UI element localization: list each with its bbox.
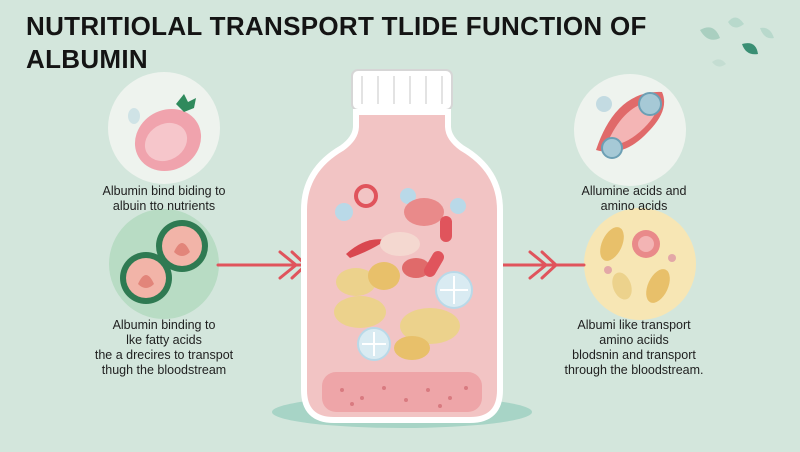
caption-line: Allumine acids and [581, 184, 687, 198]
caption-line: amino acids [600, 199, 668, 213]
caption-line: Albumin binding to [112, 318, 216, 332]
strawberry-icon [108, 72, 220, 184]
right-top-caption: Allumine acids and amino acids [554, 184, 714, 214]
title-line-2: ALBUMIN [26, 44, 148, 74]
left-arrow [216, 250, 309, 280]
caption-line: through the bloodstream. [564, 363, 704, 377]
blood-vessel-icon [574, 74, 686, 186]
left-bottom-caption: Albumin binding to lke fatty acids the a… [74, 318, 254, 378]
fat-cell-icon [584, 208, 696, 320]
title-line-1: NUTRITIOLAL TRANSPORT TLIDE FUNCTION OF [26, 11, 647, 41]
caption-line: blodsnin and transport [572, 348, 696, 362]
page-title: NUTRITIOLAL TRANSPORT TLIDE FUNCTION OF … [26, 10, 726, 76]
caption-line: thugh the bloodstream [101, 363, 227, 377]
caption-line: albuin tto nutrients [112, 199, 216, 213]
caption-line: Albumi like transport [577, 318, 691, 332]
right-arrow [486, 250, 586, 280]
left-top-caption: Albumin bind biding to albuin tto nutrie… [84, 184, 244, 214]
caption-line: lke fatty acids [126, 333, 202, 347]
leaf-icon [700, 17, 774, 67]
fruit-slices-icon [109, 209, 219, 319]
caption-line: amino aciids [599, 333, 669, 347]
caption-line: Albumin bind biding to [102, 184, 226, 198]
right-bottom-caption: Albumi like transport amino aciids blods… [544, 318, 724, 378]
bottle [272, 69, 532, 428]
caption-line: the a drecires to transpot [94, 348, 234, 362]
